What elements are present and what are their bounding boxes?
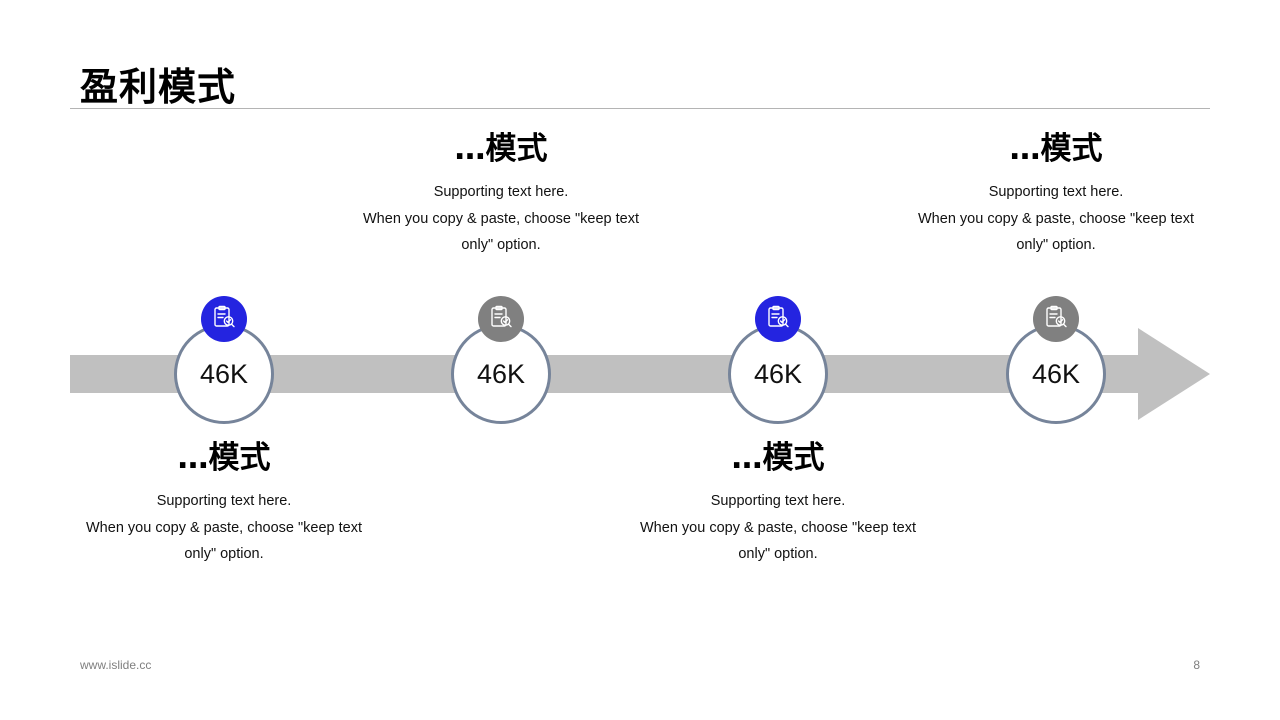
block-description: Supporting text here. When you copy & pa… xyxy=(906,179,1206,259)
footer-url: www.islide.cc xyxy=(80,658,152,672)
arrow-shape xyxy=(70,328,1210,420)
description-line: Supporting text here. xyxy=(433,184,569,200)
block-description: Supporting text here. When you copy & pa… xyxy=(74,488,374,568)
description-line: When you copy & paste, choose "keep text xyxy=(640,519,916,536)
timeline-node-1: 46K xyxy=(174,324,274,424)
clipboard-check-icon xyxy=(765,304,791,335)
block-heading: …模式 xyxy=(454,131,548,167)
description-line: only" option. xyxy=(738,546,818,562)
block-heading: …模式 xyxy=(177,440,271,476)
description-line: only" option. xyxy=(461,237,541,253)
description-line: When you copy & paste, choose "keep text xyxy=(363,210,639,227)
page-title: 盈利模式 xyxy=(80,65,237,109)
clipboard-check-icon xyxy=(1043,304,1069,335)
block-description: Supporting text here. When you copy & pa… xyxy=(351,179,651,259)
clipboard-check-icon xyxy=(211,304,237,335)
block-heading: …模式 xyxy=(731,440,825,476)
timeline-text-block-3: …模式 Supporting text here. When you copy … xyxy=(628,438,928,568)
timeline-arrow xyxy=(70,328,1210,420)
timeline-text-block-2: …模式 Supporting text here. When you copy … xyxy=(351,129,651,259)
timeline-badge-4 xyxy=(1033,296,1079,342)
description-line: Supporting text here. xyxy=(156,493,292,509)
block-heading: …模式 xyxy=(1009,131,1103,167)
timeline-text-block-4: …模式 Supporting text here. When you copy … xyxy=(906,129,1206,259)
description-line: only" option. xyxy=(1016,237,1096,253)
page-number: 8 xyxy=(1193,658,1200,672)
timeline-badge-2 xyxy=(478,296,524,342)
timeline-badge-3 xyxy=(755,296,801,342)
timeline-text-block-1: …模式 Supporting text here. When you copy … xyxy=(74,438,374,568)
description-line: When you copy & paste, choose "keep text xyxy=(918,210,1194,227)
timeline-node-4: 46K xyxy=(1006,324,1106,424)
description-line: only" option. xyxy=(184,546,264,562)
clipboard-check-icon xyxy=(488,304,514,335)
title-divider xyxy=(70,108,1210,109)
description-line: When you copy & paste, choose "keep text xyxy=(86,519,362,536)
description-line: Supporting text here. xyxy=(988,184,1124,200)
description-line: Supporting text here. xyxy=(710,493,846,509)
timeline-badge-1 xyxy=(201,296,247,342)
block-description: Supporting text here. When you copy & pa… xyxy=(628,488,928,568)
